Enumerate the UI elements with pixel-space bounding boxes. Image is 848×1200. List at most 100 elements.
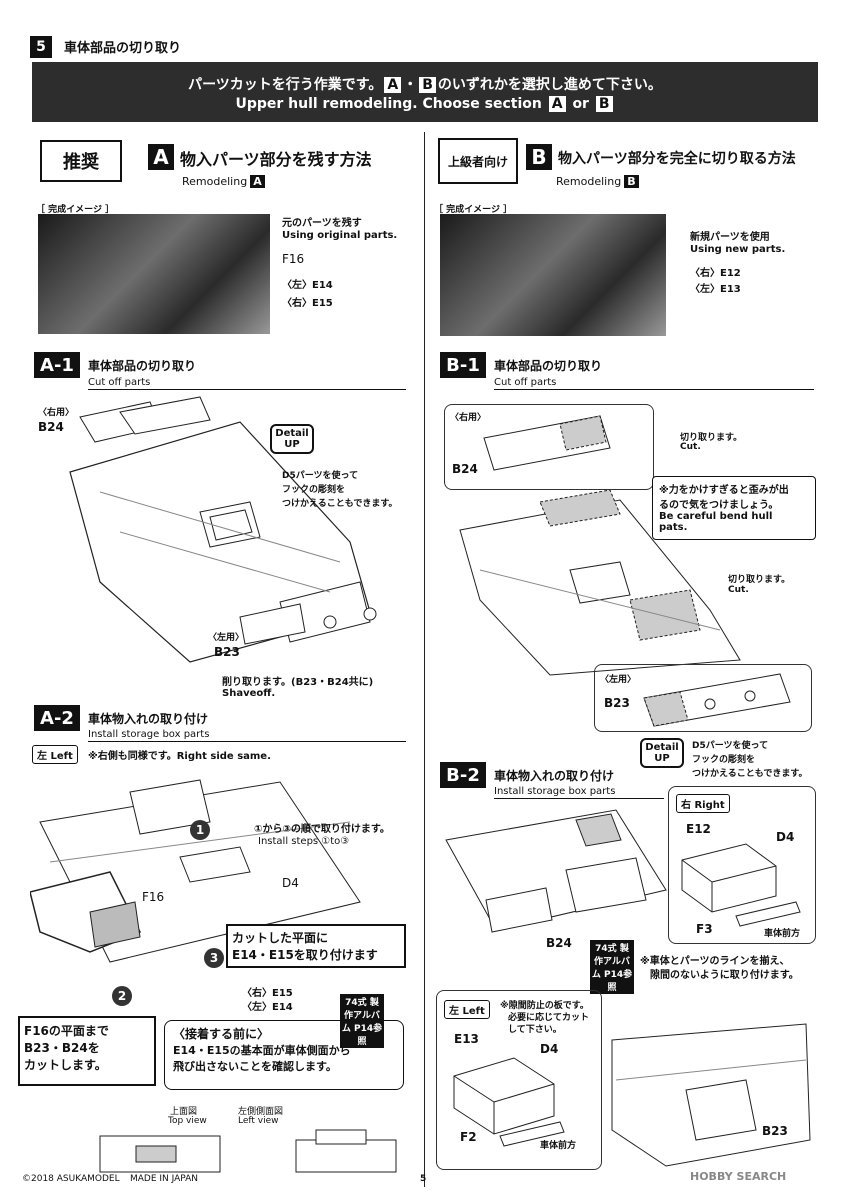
- part-e13-label: 〈左〉E13: [690, 284, 741, 295]
- photo-a-note-en: Using original parts.: [282, 230, 398, 241]
- part-f16-label: F16: [282, 252, 305, 266]
- b2-left-label: 左 Left: [444, 1000, 490, 1019]
- b2-gap-note-2: 必要に応じてカット: [508, 1013, 590, 1023]
- footer-watermark: HOBBY SEARCH: [690, 1170, 787, 1183]
- step-a1-title: 車体部品の切り取り: [88, 359, 197, 373]
- b2-f3-label: F3: [696, 922, 713, 936]
- a2-f16-note-box: F16の平面まで B23・B24を カットします。: [18, 1016, 156, 1086]
- a1-shave-en: Shaveoff.: [222, 688, 276, 699]
- step-a2-sub: Install storage box parts: [88, 729, 406, 742]
- a2-cut-plane-box: カットした平面に E14・E15を取り付けます: [226, 924, 406, 968]
- footer-made-in: MADE IN JAPAN: [130, 1174, 199, 1184]
- footer-copyright: ©2018 ASUKAMODEL: [22, 1174, 120, 1184]
- b1-left-use: 〈左用〉: [600, 675, 637, 685]
- b2-e13-label: E13: [454, 1032, 479, 1046]
- b2-d4-label: D4: [776, 830, 795, 844]
- completed-image-label-a: ［ 完成イメージ ］: [36, 205, 115, 215]
- b2-album-ref: 74式 製作アルバム P14参照: [590, 940, 634, 994]
- b1-left-part-frame: [594, 664, 812, 732]
- b2-d4b-label: D4: [540, 1042, 559, 1056]
- b2-front-label: 車体前方: [764, 929, 801, 939]
- step-a2-tag: A-2: [34, 705, 80, 731]
- a1-shave-jp: 削り取ります。(B23・B24共に): [222, 677, 374, 688]
- step-a1-tag: A-1: [34, 352, 80, 378]
- a2-top-view-jp: 上面図: [170, 1107, 198, 1117]
- step-b2-sub: Install storage box parts: [494, 786, 664, 799]
- a2-step1-marker: 1: [190, 820, 210, 840]
- b1-right-part-frame: [444, 404, 654, 490]
- b1-hull-drawing: [459, 490, 741, 676]
- a2-e15-label: 〈右〉E15: [242, 988, 293, 999]
- b1-b24: B24: [452, 462, 478, 476]
- section-b-letter: B: [526, 144, 552, 170]
- b2-right-frame: [668, 786, 816, 944]
- part-e15-label: 〈右〉E15: [282, 298, 333, 309]
- b1-right-use: 〈右用〉: [450, 413, 487, 423]
- part-e12-label: 〈右〉E12: [690, 268, 741, 279]
- photo-b-note-jp: 新規パーツを使用: [690, 232, 770, 243]
- b1-warning-bubble: ※力をかけすぎると歪みが出 るので気をつけましょう。 Be careful be…: [652, 476, 816, 540]
- step-b1-title: 車体部品の切り取り: [494, 359, 603, 373]
- completed-photo-b: [440, 214, 666, 336]
- step-b2-title: 車体物入れの取り付け: [494, 769, 615, 783]
- section-number: 5: [30, 36, 52, 58]
- b1-cut2-en: Cut.: [728, 585, 749, 595]
- b1-b23: B23: [604, 696, 630, 710]
- b1-cut2-jp: 切り取ります。: [728, 575, 791, 585]
- b2-b24-label: B24: [546, 936, 572, 950]
- b2-hull-rear-drawing: [611, 1023, 811, 1167]
- part-e14-label: 〈左〉E14: [282, 280, 333, 291]
- b1-cut-en: Cut.: [680, 442, 701, 452]
- b2-b23-label: B23: [762, 1124, 788, 1138]
- a1-right-use: 〈右用〉: [38, 408, 75, 418]
- a1-detail-up-badge: Detail UP: [270, 424, 314, 454]
- step-a2-title: 車体物入れの取り付け: [88, 712, 209, 726]
- b2-e12-drawing: [681, 843, 801, 927]
- step-b1-sub: Cut off parts: [494, 377, 814, 390]
- b1-b24-drawing: [483, 415, 611, 471]
- a2-top-view-en: Top view: [168, 1116, 207, 1126]
- a2-e14-label: 〈左〉E14: [242, 1002, 293, 1013]
- b2-line-note-1: ※車体とパーツのラインを揃え、: [640, 956, 790, 967]
- a2-left-view-jp: 左側側面図: [238, 1107, 284, 1117]
- section-a-letter: A: [148, 144, 174, 170]
- a2-left-label: 左 Left: [32, 745, 78, 764]
- a2-step3-marker: 3: [204, 948, 224, 968]
- step-b1-tag: B-1: [440, 352, 486, 378]
- b2-gap-note-3: して下さい。: [508, 1025, 562, 1035]
- b1-detail-note-2: フックの彫刻を: [692, 755, 756, 765]
- b1-detail-note-1: D5パーツを使って: [692, 741, 769, 751]
- b2-gap-note-1: ※隙間防止の板です。: [500, 1001, 589, 1011]
- b2-hull-drawing: [445, 809, 667, 933]
- step-b2-tag: B-2: [440, 762, 486, 788]
- step-a1-sub: Cut off parts: [88, 377, 406, 390]
- photo-a-note-jp: 元のパーツを残す: [282, 218, 362, 229]
- b2-e12-label: E12: [686, 822, 711, 836]
- b2-left-frame: [436, 990, 602, 1170]
- advanced-label: 上級者向け: [438, 138, 518, 184]
- a2-d4-label: D4: [282, 876, 299, 890]
- a1-b24: B24: [38, 420, 64, 434]
- section-title: 車体部品の切り取り: [64, 41, 182, 56]
- photo-b-note-en: Using new parts.: [690, 244, 786, 255]
- a1-detail-note-3: つけかえることもできます。: [282, 499, 398, 509]
- a2-view-drawings: [99, 1129, 397, 1173]
- a2-left-view-en: Left view: [238, 1116, 279, 1126]
- column-divider: [424, 132, 425, 1187]
- b1-detail-up-badge: Detail UP: [640, 738, 684, 768]
- a1-hull-drawing: [69, 396, 377, 663]
- a1-detail-note-2: フックの彫刻を: [282, 485, 346, 495]
- a1-left-use: 〈左用〉: [208, 633, 245, 643]
- footer-page-number: 5: [420, 1174, 427, 1184]
- recommend-label: 推奨: [40, 140, 122, 182]
- a1-b23: B23: [214, 645, 240, 659]
- a2-before-glue-box: 〈接着する前に〉 E14・E15の基本面が車体側面から 飛び出さないことを確認し…: [164, 1020, 404, 1090]
- b2-line-note-2: 隙間のないように取り付けます。: [650, 970, 799, 981]
- method-a-title: 物入パーツ部分を残す方法: [180, 150, 372, 169]
- b1-detail-note-3: つけかえることもできます。: [692, 769, 808, 779]
- a1-detail-note-1: D5パーツを使って: [282, 471, 359, 481]
- completed-image-label-b: ［ 完成イメージ ］: [434, 205, 513, 215]
